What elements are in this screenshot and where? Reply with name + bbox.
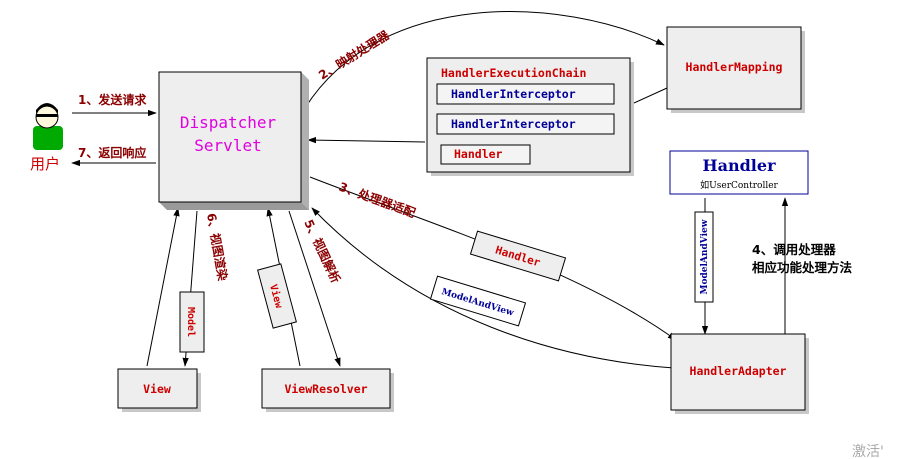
handler-box[interactable]: Handler 如UserController <box>669 150 809 195</box>
dispatcher-servlet-box[interactable]: Dispatcher Servlet <box>158 71 309 210</box>
handler-mapping-box[interactable]: HandlerMapping <box>666 26 805 113</box>
arrow-to-viewresolver <box>288 210 341 367</box>
dispatcher-label-line1: Dispatcher <box>180 113 277 132</box>
dispatcher-label-line2: Servlet <box>194 136 261 155</box>
tag-modelandview-vertical-label: ModelAndView <box>700 219 710 294</box>
view-resolver-label: ViewResolver <box>284 382 367 396</box>
step-7-label: 7、返回响应 <box>78 145 146 160</box>
handler-mapping-label: HandlerMapping <box>686 60 783 74</box>
step-1-label: 1、发送请求 <box>78 92 147 107</box>
step-3-label: 3、处理器适配 <box>337 179 418 221</box>
handler-execution-chain-box[interactable]: HandlerExecutionChain HandlerInterceptor… <box>426 57 634 176</box>
arrow-map-handler <box>304 11 665 109</box>
user-hair-icon <box>36 103 58 113</box>
interceptor-2-box[interactable] <box>436 113 615 135</box>
step-4-label-line2: 相应功能处理方法 <box>752 260 853 275</box>
handler-adapter-label: HandlerAdapter <box>690 364 787 378</box>
arrow-modelandview-return <box>311 207 675 369</box>
handler-adapter-box[interactable]: HandlerAdapter <box>670 333 809 414</box>
arrow-view-back <box>146 207 180 367</box>
interceptor-1-label: HandlerInterceptor <box>451 87 576 101</box>
interceptor-1-box[interactable] <box>436 83 615 105</box>
view-resolver-box[interactable]: ViewResolver <box>261 368 394 412</box>
tag-model: Model <box>179 291 205 353</box>
user-glasses-icon <box>36 114 58 117</box>
handler-subtitle: 如UserController <box>700 179 778 191</box>
tag-view: View <box>257 263 297 329</box>
handler-title: Handler <box>703 156 777 175</box>
chain-handler-box[interactable] <box>440 144 531 165</box>
chain-title: HandlerExecutionChain <box>441 66 586 80</box>
interceptor-2-label: HandlerInterceptor <box>451 117 576 131</box>
tag-handler: Handler <box>469 230 567 282</box>
arrow-chain-to-dispatcher <box>307 136 426 144</box>
user-actor: 用户 <box>30 103 63 173</box>
view-box[interactable]: View <box>117 368 201 412</box>
line-mapping-to-chain <box>633 87 668 104</box>
chain-handler-label: Handler <box>454 147 503 161</box>
tag-modelandview-vertical: ModelAndView <box>694 211 714 303</box>
user-body-icon <box>33 126 63 150</box>
tag-modelandview: ModelAndView <box>429 275 527 327</box>
step-2-label: 2、映射处理器 <box>316 27 393 83</box>
watermark-text: 激活' <box>852 443 884 459</box>
view-label: View <box>143 382 171 396</box>
step-5-label: 5、视图解析 <box>301 217 343 285</box>
step-6-label: 6、视图渲染 <box>204 212 231 283</box>
step-4-label-line1: 4、调用处理器 <box>752 242 836 257</box>
tag-model-label: Model <box>185 307 196 337</box>
user-label: 用户 <box>30 155 60 173</box>
